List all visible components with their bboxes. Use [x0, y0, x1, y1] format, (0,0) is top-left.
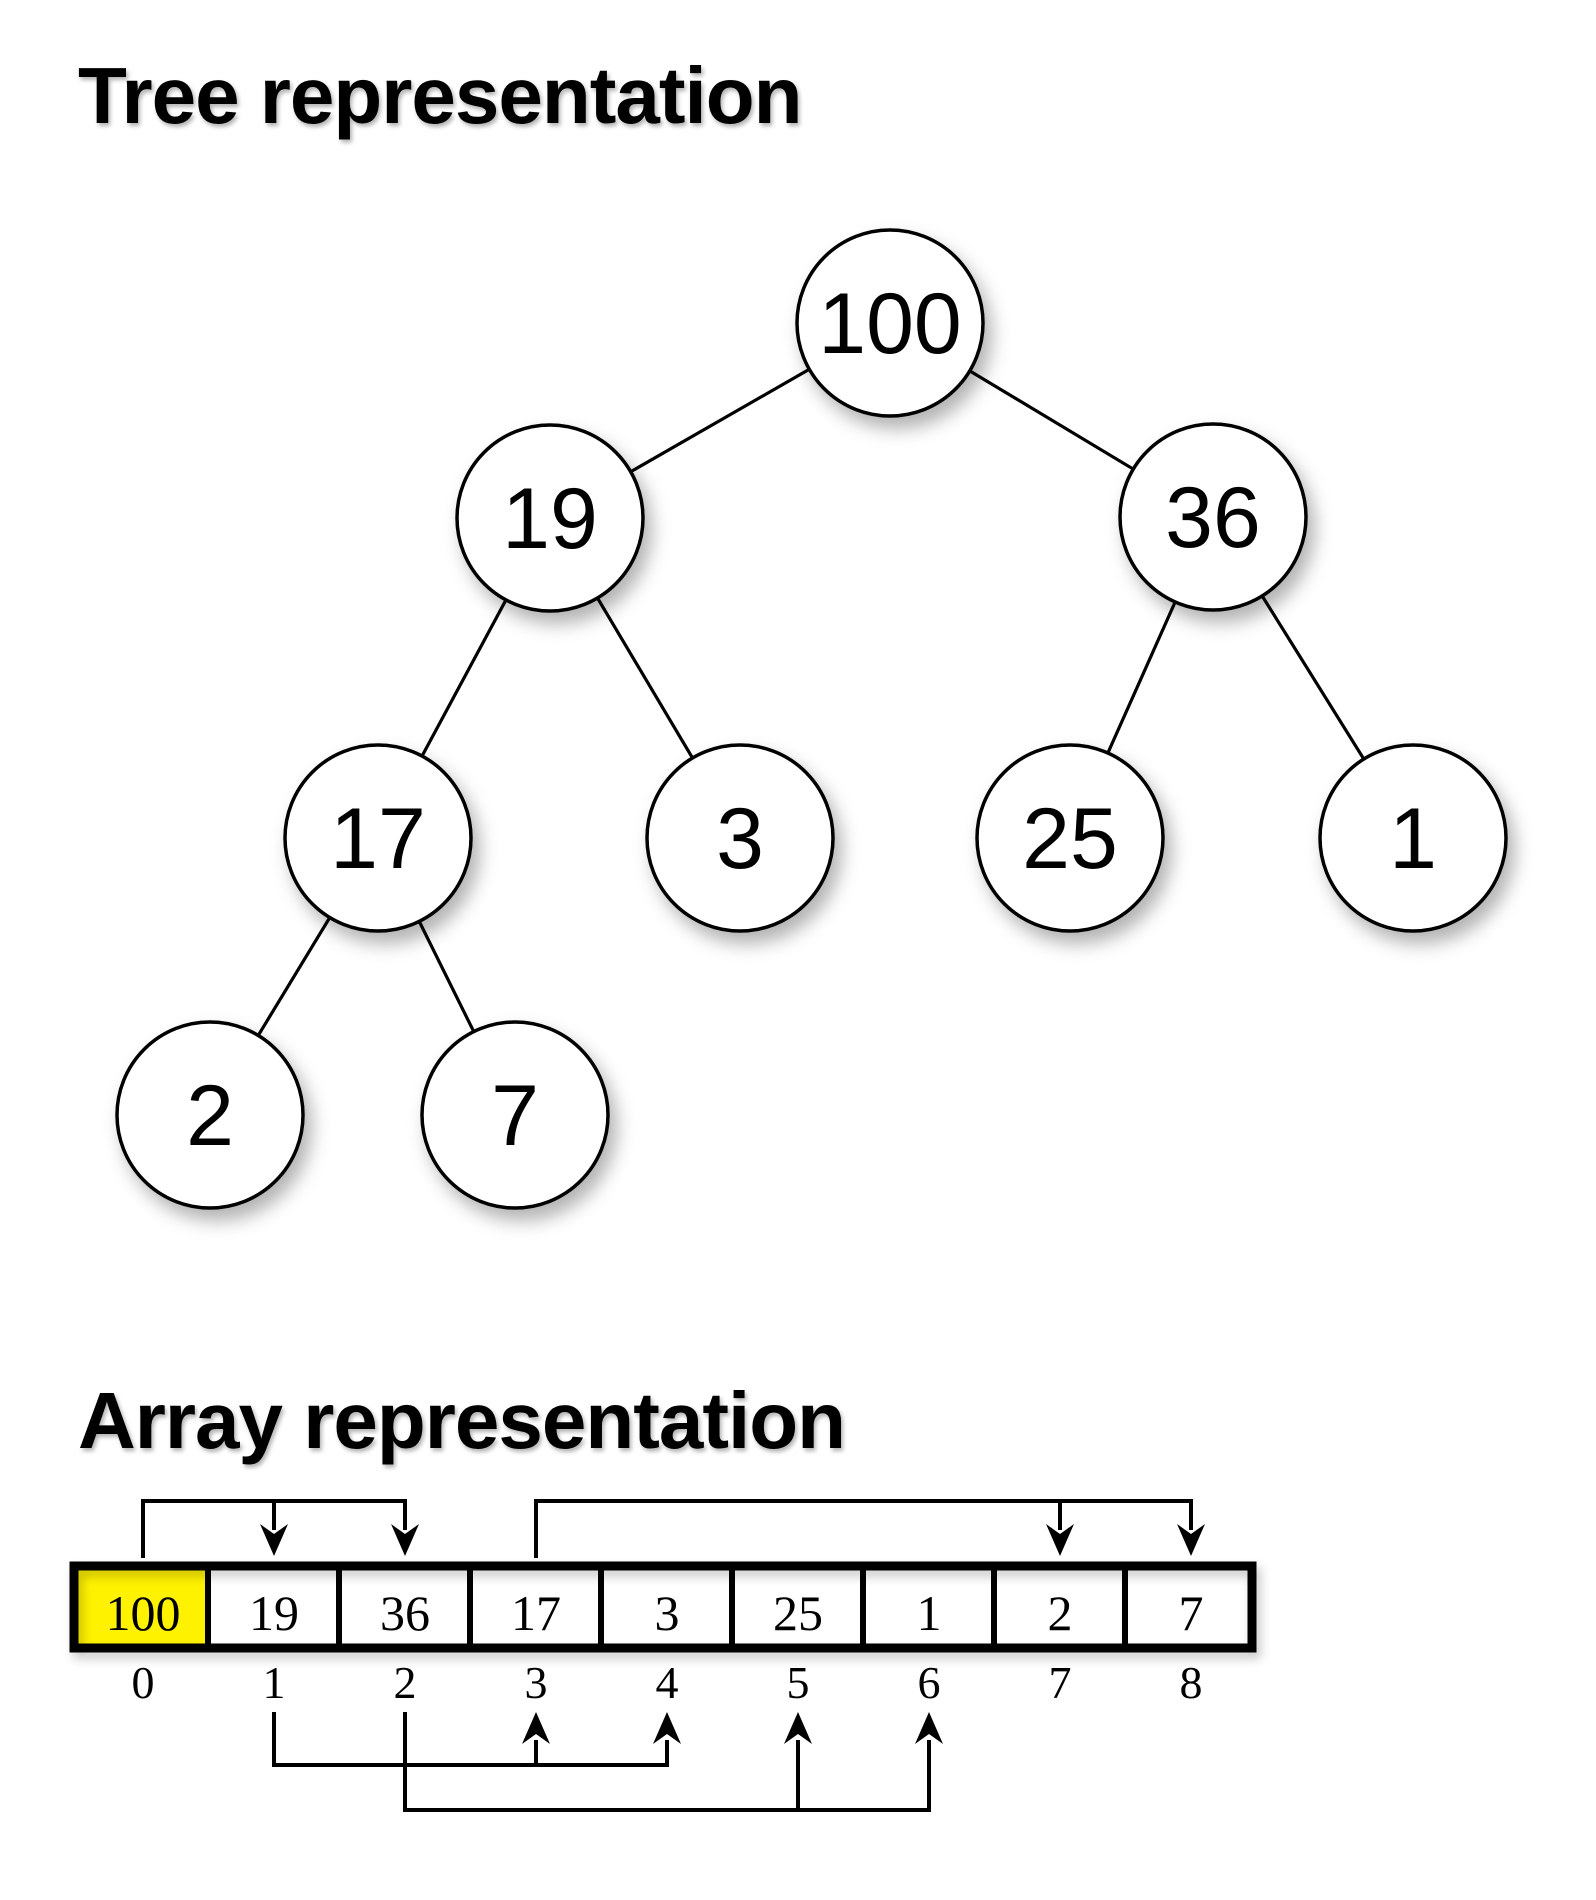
array-cell-value: 25: [773, 1585, 823, 1641]
tree-node-value: 100: [818, 276, 962, 372]
array-cell-values: 100 19 36 17 3 25 1 2 7: [106, 1585, 1204, 1641]
tree-node: 25: [975, 743, 1165, 933]
array-index-label: 5: [787, 1657, 810, 1708]
tree-node-circle: [1118, 422, 1308, 612]
bracket-parent1-to-children-3-4: [272, 1712, 681, 1767]
bracket-parent0-to-children-1-2: [141, 1499, 419, 1558]
tree-node-circle: [420, 1020, 610, 1210]
tree-node: 1: [1318, 743, 1508, 933]
tree-node-circle: [115, 1020, 305, 1210]
up-arrowhead: [522, 1712, 550, 1744]
array-index-label: 6: [918, 1657, 941, 1708]
up-arrowhead: [653, 1712, 681, 1744]
array-cell-value: 100: [106, 1585, 181, 1641]
array-index-label: 2: [394, 1657, 417, 1708]
tree-node: 17: [283, 743, 473, 933]
tree-node: 7: [420, 1020, 610, 1210]
array-index-label: 3: [525, 1657, 548, 1708]
tree-node-value: 3: [716, 791, 764, 887]
bracket-parent2-to-children-5-6: [403, 1712, 943, 1812]
tree-node-value: 7: [491, 1068, 539, 1164]
tree-section-title: Tree representation: [78, 51, 802, 140]
tree-node-value: 36: [1165, 470, 1261, 566]
array-cell-value: 17: [511, 1585, 561, 1641]
up-arrowhead: [915, 1712, 943, 1744]
tree-node: 19: [455, 423, 645, 613]
array-cell-value: 7: [1179, 1585, 1204, 1641]
tree-node-circle: [1318, 743, 1508, 933]
tree-node-value: 1: [1389, 791, 1437, 887]
bottom-brackets: [272, 1712, 943, 1812]
array-cell-value: 36: [380, 1585, 430, 1641]
tree-node-circle: [645, 743, 835, 933]
array-cell-value: 19: [249, 1585, 299, 1641]
array-section-title: Array representation: [78, 1376, 846, 1465]
tree-node-circle: [455, 423, 645, 613]
array-cell-value: 3: [655, 1585, 680, 1641]
tree-node: 3: [645, 743, 835, 933]
array-cell-separators: [205, 1566, 1128, 1648]
tree-node-circle: [975, 743, 1165, 933]
array-index-label: 0: [132, 1657, 155, 1708]
tree-node: 36: [1118, 422, 1308, 612]
tree-node: 2: [115, 1020, 305, 1210]
tree-node-value: 2: [186, 1068, 234, 1164]
down-arrowhead: [391, 1524, 419, 1556]
tree-node-root: 100: [795, 228, 985, 418]
tree-nodes: 100 19 36 17 3 25: [115, 228, 1508, 1210]
array-index-labels: 0 1 2 3 4 5 6 7 8: [132, 1657, 1203, 1708]
bracket-line: [403, 1712, 931, 1812]
array-outline: [69, 1561, 1257, 1653]
array-index-label: 1: [263, 1657, 286, 1708]
tree-node-circle: [795, 228, 985, 418]
tree-node-value: 19: [502, 471, 598, 567]
tree-node-circle: [283, 743, 473, 933]
down-arrowhead: [1177, 1524, 1205, 1556]
bracket-line: [534, 1499, 1193, 1558]
array-index-label: 4: [656, 1657, 679, 1708]
array-index-label: 8: [1180, 1657, 1203, 1708]
bracket-parent3-to-children-7-8: [534, 1499, 1205, 1558]
array-representation: 100 19 36 17 3 25 1 2 7 0 1 2 3 4 5 6 7 …: [69, 1561, 1257, 1708]
array-cell-value: 1: [917, 1585, 942, 1641]
highlighted-cell-background: [78, 1570, 208, 1644]
up-arrowhead: [784, 1712, 812, 1744]
tree-node-value: 17: [330, 791, 426, 887]
bracket-line: [272, 1712, 669, 1767]
array-index-label: 7: [1049, 1657, 1072, 1708]
down-arrowhead: [260, 1524, 288, 1556]
down-arrowhead: [1046, 1524, 1074, 1556]
array-cell-value: 2: [1048, 1585, 1073, 1641]
tree-node-value: 25: [1022, 791, 1118, 887]
top-brackets: [141, 1499, 1205, 1558]
